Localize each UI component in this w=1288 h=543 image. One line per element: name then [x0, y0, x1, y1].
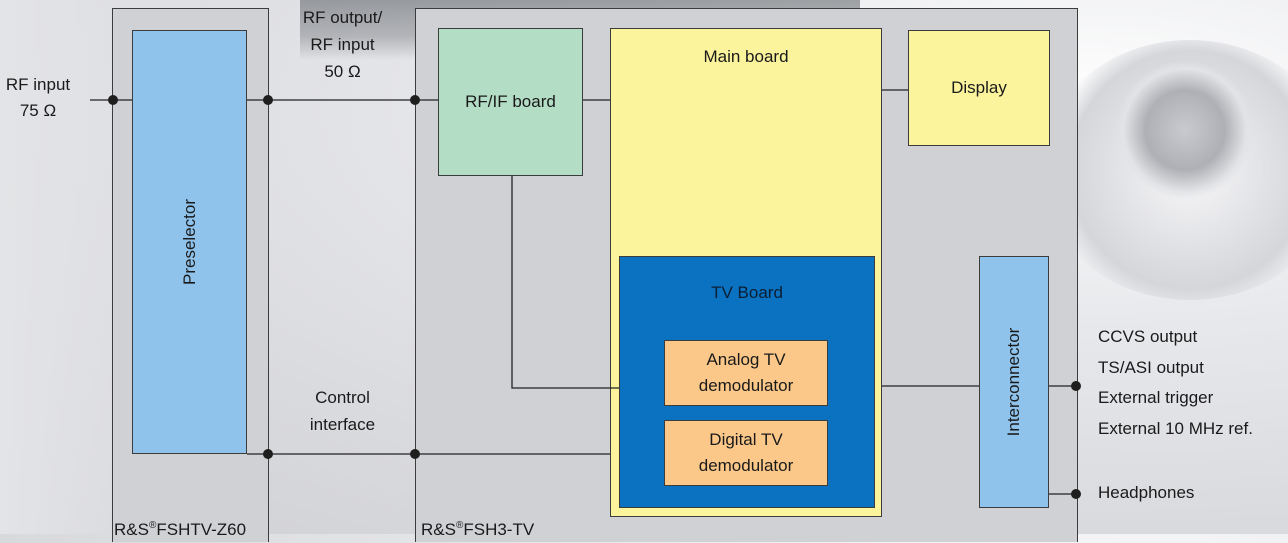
rf-if-board-block: RF/IF board — [438, 28, 583, 176]
output-item: TS/ASI output — [1098, 357, 1204, 377]
display-block: Display — [908, 30, 1050, 146]
junction-dot — [263, 95, 273, 105]
wire-rfif-tv — [511, 176, 619, 389]
digital-tv-demodulator-block: Digital TV demodulator — [664, 420, 828, 486]
analog-demod-line2: demodulator — [698, 376, 794, 395]
rf-if-board-label: RF/IF board — [465, 92, 556, 111]
junction-dot — [410, 95, 420, 105]
rf-link-label: RF output/ RF input 50 Ω — [302, 8, 383, 82]
output-item: CCVS output — [1098, 327, 1198, 346]
junction-dot — [263, 449, 273, 459]
tv-board-label: TV Board — [711, 283, 783, 302]
control-interface-label: Control interface — [309, 388, 376, 435]
preselector-block: Preselector — [132, 30, 247, 454]
junction-dot — [410, 449, 420, 459]
main-board-label: Main board — [703, 47, 789, 66]
output-item: External trigger — [1098, 388, 1214, 408]
headphones-label: Headphones — [1098, 483, 1195, 502]
output-signals-list: CCVS output TS/ASI output External trigg… — [1098, 322, 1253, 444]
digital-demod-line2: demodulator — [698, 456, 794, 475]
digital-demod-line1: Digital TV — [709, 429, 783, 449]
output-item: External 10 MHz ref. — [1098, 418, 1253, 438]
junction-dot — [1071, 381, 1081, 391]
display-label: Display — [951, 78, 1007, 97]
analog-demod-line1: Analog TV — [706, 349, 786, 369]
junction-dot — [108, 95, 118, 105]
interconnector-block: Interconnector — [979, 256, 1049, 508]
analog-tv-demodulator-block: Analog TV demodulator — [664, 340, 828, 406]
rf-input-label: RF input 75 Ω — [5, 75, 71, 121]
junction-dot — [1071, 489, 1081, 499]
